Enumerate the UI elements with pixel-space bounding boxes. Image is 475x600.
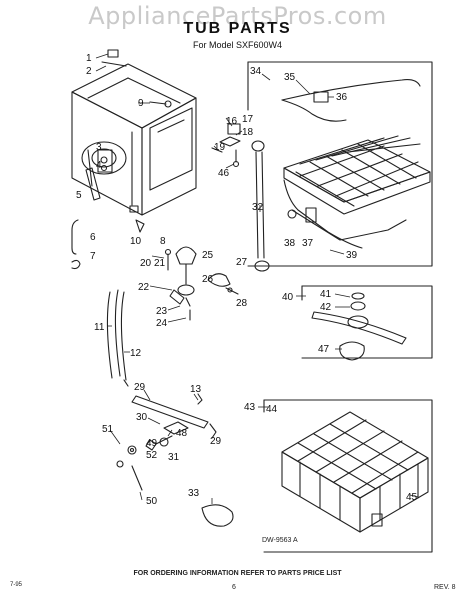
callout-52: 52 — [146, 450, 158, 461]
callout-51: 51 — [102, 424, 114, 435]
callout-11: 11 — [94, 322, 105, 333]
callout-6: 6 — [90, 232, 96, 243]
callout-1: 1 — [86, 53, 92, 64]
callout-26: 26 — [202, 274, 214, 285]
callout-25: 25 — [202, 250, 214, 261]
callout-40: 40 — [282, 292, 294, 303]
callout-41: 41 — [320, 289, 332, 300]
callout-35: 35 — [284, 72, 296, 83]
callout-4: 4 — [96, 160, 102, 171]
tub-drawing — [71, 63, 197, 216]
callout-50: 50 — [146, 496, 158, 507]
callout-22: 22 — [138, 282, 150, 293]
revision-label: REV. 8 — [434, 584, 456, 591]
leader-lines — [95, 53, 419, 504]
page-number: 6 — [232, 584, 236, 591]
callout-31: 31 — [168, 452, 180, 463]
callout-36: 36 — [336, 92, 348, 103]
callout-44: 44 — [266, 404, 278, 415]
watermark: AppliancePartsPros.com — [88, 2, 387, 30]
callout-37: 37 — [302, 238, 314, 249]
callout-46: 46 — [218, 168, 230, 179]
callout-10: 10 — [130, 236, 142, 247]
callout-18: 18 — [242, 127, 254, 138]
callout-24: 24 — [156, 318, 168, 329]
callout-16: 16 — [226, 116, 238, 127]
callout-5: 5 — [76, 190, 82, 201]
callout-32: 32 — [252, 202, 264, 213]
callout-39: 39 — [346, 250, 358, 261]
callout-45: 45 — [406, 492, 418, 503]
callout-3: 3 — [96, 142, 102, 153]
callout-29-b: 29 — [210, 436, 222, 447]
callout-20: 20 — [140, 258, 152, 269]
callout-30: 30 — [136, 412, 148, 423]
callout-49: 49 — [146, 438, 158, 449]
callout-2: 2 — [86, 66, 92, 77]
callout-33: 33 — [188, 488, 200, 499]
callout-27: 27 — [236, 257, 248, 268]
part-callouts: 1 2 3 4 5 6 7 8 9 10 11 12 13 16 17 18 1… — [76, 53, 418, 507]
callout-28: 28 — [236, 298, 248, 309]
callout-21: 21 — [154, 258, 166, 269]
callout-7: 7 — [90, 251, 96, 262]
ordering-note: FOR ORDERING INFORMATION REFER TO PARTS … — [133, 570, 342, 577]
callout-13: 13 — [190, 384, 202, 395]
callout-42: 42 — [320, 302, 332, 313]
left-corner-code: 7-95 — [10, 582, 23, 588]
drawing-number: DW-9563 A — [262, 537, 298, 544]
callout-23: 23 — [156, 306, 168, 317]
callout-47: 47 — [318, 344, 330, 355]
callout-34: 34 — [250, 66, 262, 77]
vent-cap — [107, 49, 119, 58]
callout-38: 38 — [284, 238, 296, 249]
model-subtitle: For Model SXF600W4 — [192, 40, 283, 50]
callout-9: 9 — [138, 98, 144, 109]
page-title: TUB PARTS — [183, 20, 292, 37]
callout-8: 8 — [160, 236, 166, 247]
callout-48: 48 — [176, 428, 188, 439]
callout-17: 17 — [242, 114, 254, 125]
callout-12: 12 — [130, 348, 142, 359]
callout-29-a: 29 — [134, 382, 146, 393]
callout-19: 19 — [214, 142, 226, 153]
callout-43: 43 — [244, 402, 256, 413]
